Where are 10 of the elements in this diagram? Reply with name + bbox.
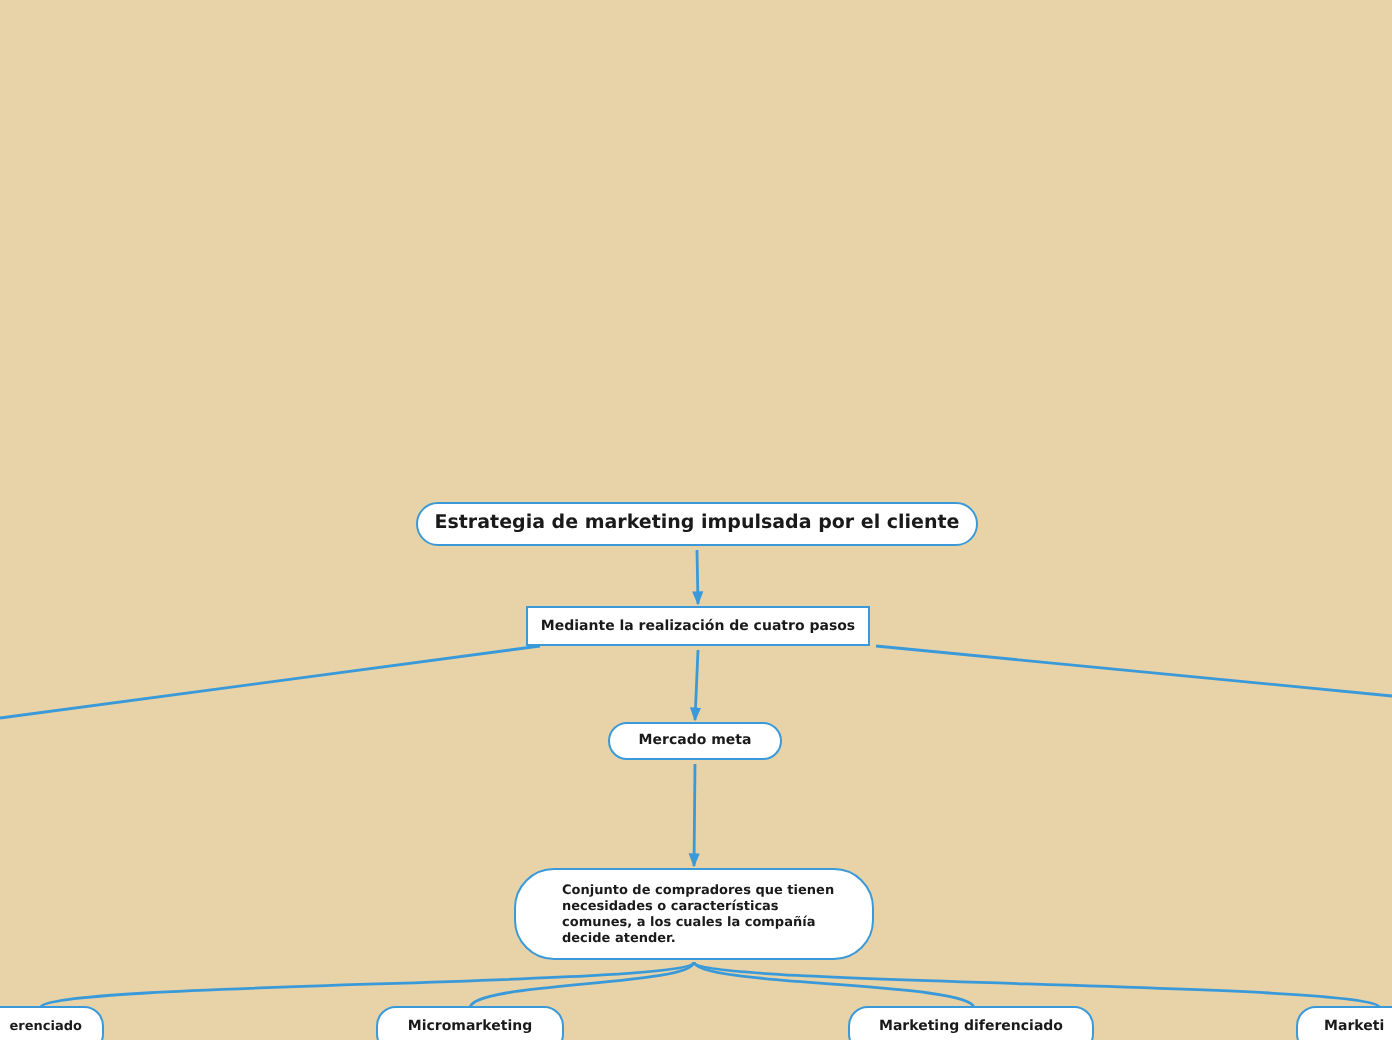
arrow xyxy=(692,549,704,606)
arrow xyxy=(689,649,702,722)
connector-line xyxy=(693,960,1381,1010)
connector-line xyxy=(693,961,976,1009)
connector-line xyxy=(875,644,1392,698)
connector-line xyxy=(39,960,695,1010)
connector-line xyxy=(468,961,696,1009)
arrow xyxy=(688,764,700,868)
connector-line xyxy=(0,644,541,720)
title-pill: Estrategia de marketing impulsada por el cliente xyxy=(416,502,978,546)
